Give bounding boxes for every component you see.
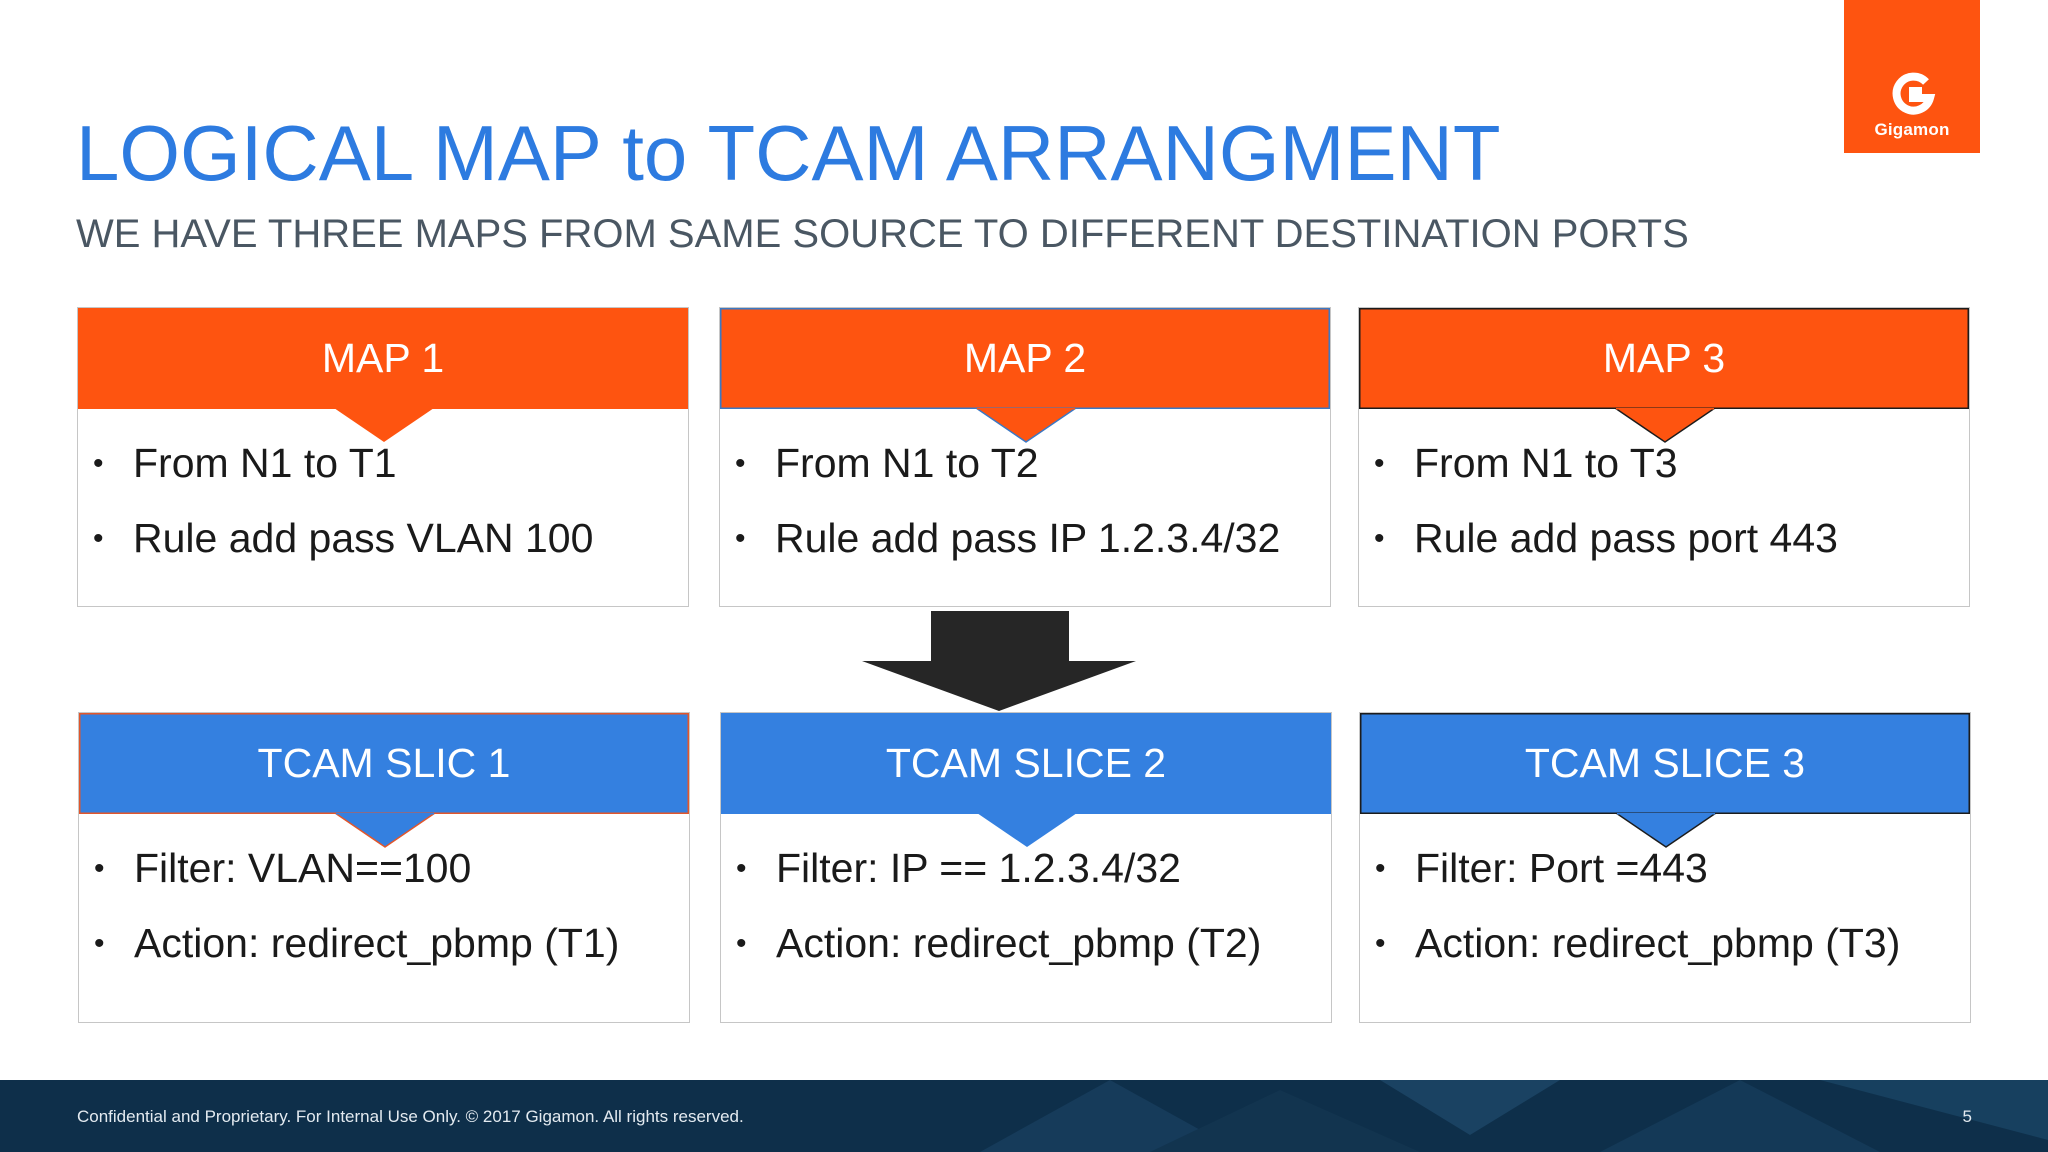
footer-confidential-text: Confidential and Proprietary. For Intern… bbox=[77, 1107, 744, 1126]
slice-card-2: TCAM SLICE 2 Filter: IP == 1.2.3.4/32 Ac… bbox=[720, 712, 1332, 1023]
slice-card-1: TCAM SLIC 1 Filter: VLAN==100 Action: re… bbox=[78, 712, 690, 1023]
list-item: Rule add pass IP 1.2.3.4/32 bbox=[720, 501, 1280, 576]
logo-wordmark: Gigamon bbox=[1874, 120, 1950, 139]
gigamon-logo: Gigamon bbox=[1844, 0, 1980, 153]
slice-card-heading: TCAM SLICE 2 bbox=[721, 713, 1331, 814]
map-card-heading: MAP 2 bbox=[720, 308, 1330, 409]
down-arrow-icon bbox=[862, 611, 1136, 711]
notch-pointer bbox=[977, 813, 1077, 847]
notch-pointer bbox=[334, 408, 434, 442]
map-card-list: From N1 to T3 Rule add pass port 443 bbox=[1359, 426, 1838, 576]
list-item: Action: redirect_pbmp (T3) bbox=[1360, 906, 1900, 981]
footer-pattern bbox=[980, 1080, 2048, 1152]
slide-subtitle: WE HAVE THREE MAPS FROM SAME SOURCE TO D… bbox=[76, 212, 1689, 256]
map-card-heading: MAP 1 bbox=[78, 308, 688, 409]
list-item: Action: redirect_pbmp (T1) bbox=[79, 906, 619, 981]
slice-card-list: Filter: IP == 1.2.3.4/32 Action: redirec… bbox=[721, 831, 1261, 981]
slice-card-list: Filter: Port =443 Action: redirect_pbmp … bbox=[1360, 831, 1900, 981]
map-card-3: MAP 3 From N1 to T3 Rule add pass port 4… bbox=[1358, 307, 1970, 607]
list-item: From N1 to T3 bbox=[1359, 426, 1838, 501]
list-item: Filter: VLAN==100 bbox=[79, 831, 619, 906]
slice-card-heading: TCAM SLICE 3 bbox=[1360, 713, 1970, 814]
gigamon-g-icon bbox=[1892, 72, 1936, 115]
map-card-heading: MAP 3 bbox=[1359, 308, 1969, 409]
list-item: From N1 to T1 bbox=[78, 426, 593, 501]
list-item: Filter: Port =443 bbox=[1360, 831, 1900, 906]
list-item: From N1 to T2 bbox=[720, 426, 1280, 501]
notch-pointer bbox=[335, 813, 435, 848]
page-number: 5 bbox=[1962, 1107, 1972, 1126]
map-card-1: MAP 1 From N1 to T1 Rule add pass VLAN 1… bbox=[77, 307, 689, 607]
footer-bar: Confidential and Proprietary. For Intern… bbox=[0, 1080, 2048, 1152]
map-card-list: From N1 to T1 Rule add pass VLAN 100 bbox=[78, 426, 593, 576]
list-item: Rule add pass VLAN 100 bbox=[78, 501, 593, 576]
map-card-list: From N1 to T2 Rule add pass IP 1.2.3.4/3… bbox=[720, 426, 1280, 576]
list-item: Filter: IP == 1.2.3.4/32 bbox=[721, 831, 1261, 906]
slide-title: LOGICAL MAP to TCAM ARRANGMENT bbox=[76, 109, 1501, 197]
map-card-2: MAP 2 From N1 to T2 Rule add pass IP 1.2… bbox=[719, 307, 1331, 607]
notch-pointer bbox=[1615, 408, 1715, 443]
slice-card-3: TCAM SLICE 3 Filter: Port =443 Action: r… bbox=[1359, 712, 1971, 1023]
notch-pointer bbox=[1616, 813, 1716, 848]
list-item: Action: redirect_pbmp (T2) bbox=[721, 906, 1261, 981]
slice-card-heading: TCAM SLIC 1 bbox=[79, 713, 689, 814]
slice-card-list: Filter: VLAN==100 Action: redirect_pbmp … bbox=[79, 831, 619, 981]
notch-pointer bbox=[976, 408, 1076, 443]
list-item: Rule add pass port 443 bbox=[1359, 501, 1838, 576]
